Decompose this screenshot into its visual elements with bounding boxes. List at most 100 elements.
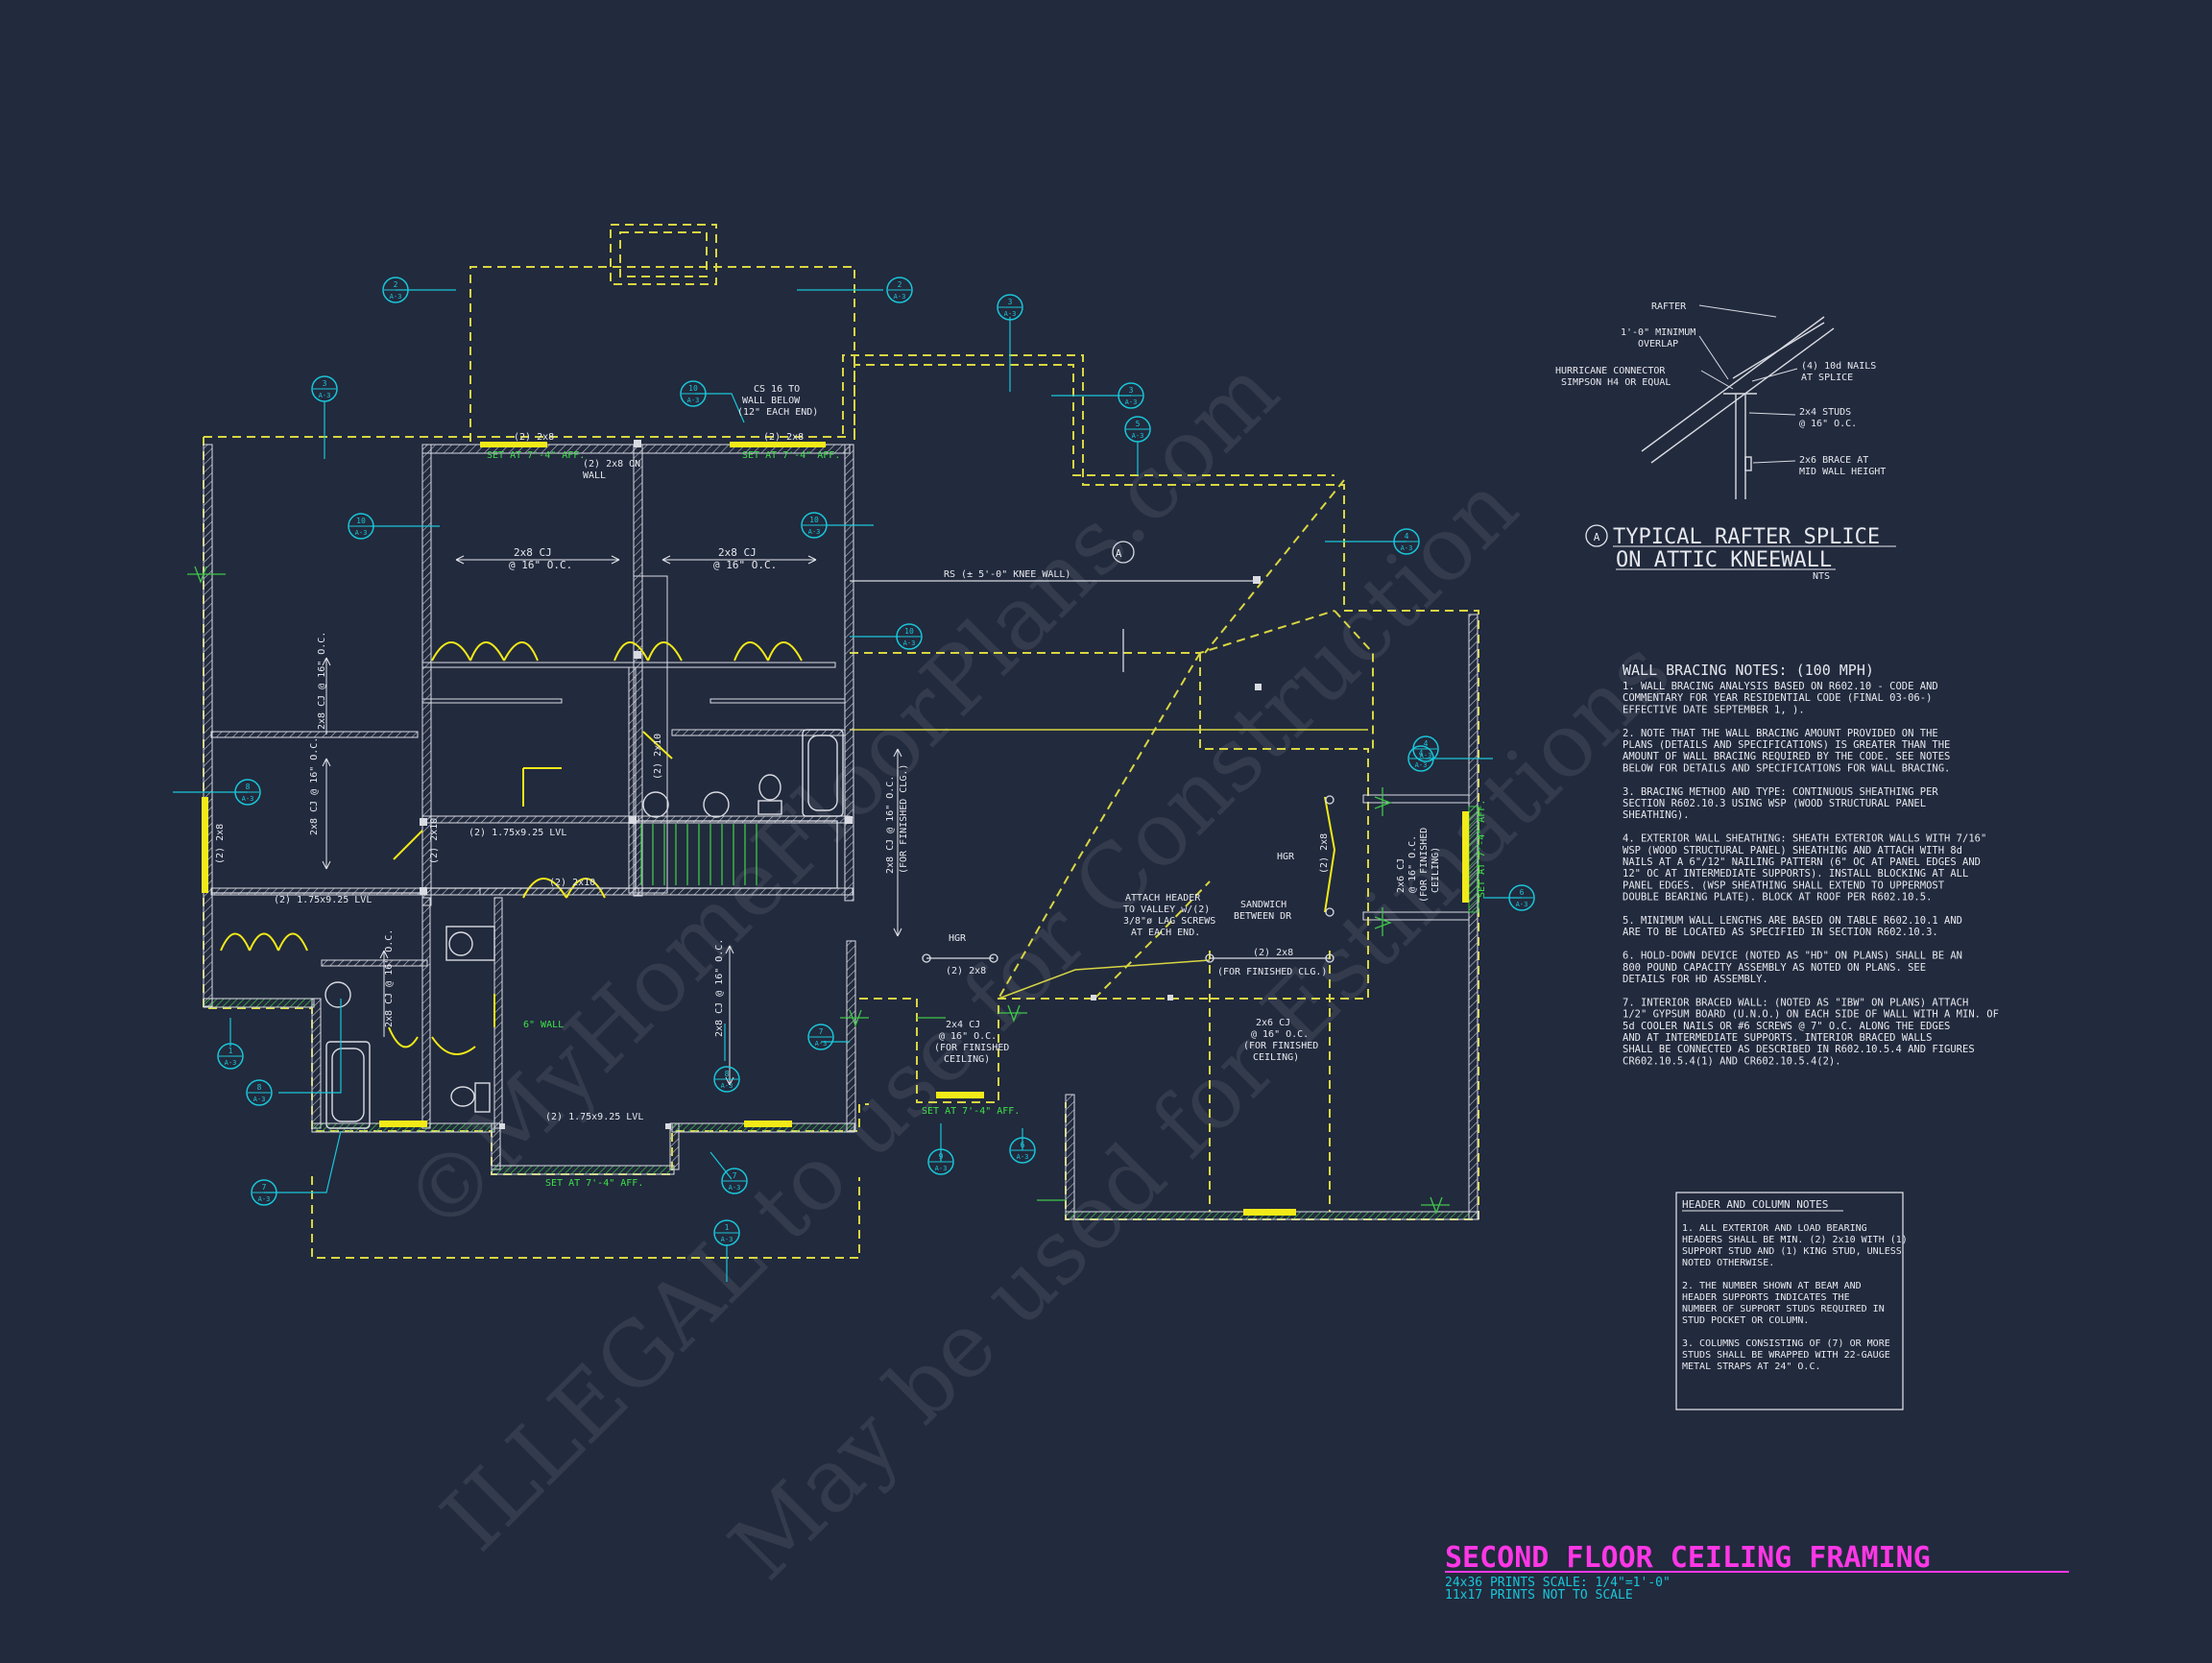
label-cj26-2: @ 16" O.C. xyxy=(1251,1029,1309,1040)
section-marker: 10A-3 xyxy=(801,512,828,539)
wall-bracing-line: NAILS AT A 6"/12" NAILING PATTERN (6" OC… xyxy=(1623,856,1981,868)
section-marker-number: 8 xyxy=(246,783,251,791)
label-lvl-a: (2) 1.75x9.25 LVL xyxy=(469,828,566,838)
label-cj-b2: @ 16" O.C. xyxy=(713,559,777,571)
section-marker-sheet: A-3 xyxy=(721,1236,733,1243)
section-marker-circle xyxy=(246,1079,273,1106)
detail-label-connector-2: SIMPSON H4 OR EQUAL xyxy=(1561,377,1671,388)
header-notes-line: NOTED OTHERWISE. xyxy=(1682,1258,1774,1268)
label-hdr-2x8-b: (2) 2x8 xyxy=(763,432,804,443)
section-marker-number: 2 xyxy=(394,280,398,289)
break-marks xyxy=(187,566,1450,1215)
section-marker-number: 10 xyxy=(356,517,366,525)
detail-title-line-2: ON ATTIC KNEEWALL xyxy=(1616,548,1832,572)
wall-bracing-line: SHALL BE CONNECTED AS DESCRIBED IN R602.… xyxy=(1623,1044,1975,1055)
label-hdr-2x10-a: (2) 2x10 xyxy=(549,878,595,888)
section-marker-number: 2 xyxy=(898,280,902,289)
section-marker-circle xyxy=(713,1219,740,1246)
section-marker-number: 8 xyxy=(257,1083,262,1092)
wall-bracing-line: 1/2" GYPSUM BOARD (U.N.O.) ON EACH SIDE … xyxy=(1623,1009,1999,1021)
header-notes-line: NUMBER OF SUPPORT STUDS REQUIRED IN xyxy=(1682,1304,1885,1314)
section-marker-circle xyxy=(807,1024,834,1050)
section-marker: 8A-3 xyxy=(234,779,261,806)
label-lvl-b: (2) 1.75x9.25 LVL xyxy=(274,895,372,905)
wall-bracing-line: CR602.10.5.4(1) AND CR602.10.5.4(2). xyxy=(1623,1055,1841,1067)
header-notes-line: HEADERS SHALL BE MIN. (2) 2x10 WITH (1) xyxy=(1682,1235,1908,1245)
section-marker-number: 9 xyxy=(939,1152,944,1161)
section-marker-number: 10 xyxy=(809,516,819,524)
section-marker-sheet: A-3 xyxy=(1420,752,1432,759)
roof-outline xyxy=(203,224,1479,1259)
column-dots xyxy=(420,440,1262,1129)
header-bars xyxy=(202,442,1469,1216)
wall-bracing-heading: WALL BRACING NOTES: (100 MPH) xyxy=(1623,662,1874,679)
label-valley-2: TO VALLEY w/(2) xyxy=(1123,904,1210,915)
section-marker: 3A-3 xyxy=(311,375,338,402)
header-notes-line: SUPPORT STUD AND (1) KING STUD, UNLESS xyxy=(1682,1246,1902,1257)
section-marker: 2A-3 xyxy=(382,277,409,303)
label-cj-fin-1: 2x8 CJ @ 16" O.C. xyxy=(885,776,896,874)
section-marker: 7A-3 xyxy=(721,1168,748,1194)
label-sandwich-2: BETWEEN DR xyxy=(1234,911,1292,922)
section-marker-circle xyxy=(1009,1137,1036,1164)
section-marker: 1A-3 xyxy=(713,1219,740,1246)
label-cj26-3: (FOR FINISHED xyxy=(1243,1041,1318,1051)
wall-bracing-line: 5. MINIMUM WALL LENGTHS ARE BASED ON TAB… xyxy=(1623,915,1962,927)
label-cj-v-c: 2x8 CJ @ 16" O.C. xyxy=(384,929,395,1027)
label-cj26r-4: CEILING) xyxy=(1431,847,1441,893)
section-marker: 10A-3 xyxy=(348,513,374,540)
section-marker-circle xyxy=(896,623,923,650)
section-marker-number: 5 xyxy=(1136,420,1141,428)
section-marker-circle xyxy=(721,1168,748,1194)
label-sandwich-1: SANDWICH xyxy=(1240,900,1286,910)
label-cj-v-d: 2x8 CJ @ 16" O.C. xyxy=(714,939,725,1037)
label-marker-a: A xyxy=(1116,547,1122,560)
section-marker: 5A-3 xyxy=(1124,416,1151,443)
wall-bracing-line: SECTION R602.10.3 USING WSP (WOOD STRUCT… xyxy=(1623,798,1926,809)
detail-label-brace-2: MID WALL HEIGHT xyxy=(1799,467,1886,477)
section-marker: 8A-3 xyxy=(246,1079,273,1106)
label-valley-1: ATTACH HEADER xyxy=(1125,893,1201,904)
wall-bracing-line: ARE TO BE LOCATED AS SPECIFIED IN SECTIO… xyxy=(1623,927,1938,938)
section-marker: 4A-3 xyxy=(1407,745,1434,772)
section-marker-sheet: A-3 xyxy=(1132,432,1144,440)
header-notes-line: 1. ALL EXTERIOR AND LOAD BEARING xyxy=(1682,1223,1867,1234)
section-marker-number: 10 xyxy=(688,384,698,393)
label-cj-b1: 2x8 CJ xyxy=(718,546,757,559)
section-marker: 9A-3 xyxy=(927,1148,954,1175)
wall-bracing-line: 3. BRACING METHOD AND TYPE: CONTINUOUS S… xyxy=(1623,786,1938,798)
title-block: SECOND FLOOR CEILING FRAMING 24x36 PRINT… xyxy=(1445,1541,2069,1603)
header-notes-line: STUD POCKET OR COLUMN. xyxy=(1682,1315,1809,1326)
section-marker-circle xyxy=(382,277,409,303)
section-marker-circle xyxy=(1124,416,1151,443)
label-hdr-2x10-c: (2) 2x10 xyxy=(653,734,663,780)
label-cs16-2: WALL BELOW xyxy=(742,396,801,406)
section-marker: 3A-3 xyxy=(1118,382,1144,409)
detail-label-overlap-1: 1'-0" MINIMUM xyxy=(1621,327,1695,338)
fixtures xyxy=(325,729,844,1129)
beam-lines xyxy=(211,580,1330,959)
section-marker-circle xyxy=(251,1179,277,1206)
section-marker-sheet: A-3 xyxy=(903,639,916,647)
detail-title-line-1: TYPICAL RAFTER SPLICE xyxy=(1613,525,1880,549)
section-marker-sheet: A-3 xyxy=(319,392,331,399)
section-marker-circle xyxy=(1393,528,1420,555)
label-on-wall-2: WALL xyxy=(583,470,606,481)
label-hgr-b: HGR xyxy=(1277,852,1295,862)
header-column-notes: HEADER AND COLUMN NOTES 1. ALL EXTERIOR … xyxy=(1675,1192,1908,1410)
label-valley-3: 3/8"ø LAG SCREWS xyxy=(1123,916,1215,927)
section-marker: 2A-3 xyxy=(886,277,913,303)
section-marker-sheet: A-3 xyxy=(1017,1153,1029,1161)
section-marker-number: 3 xyxy=(1129,386,1134,395)
label-knee-wall: RS (± 5'-0" KNEE WALL) xyxy=(944,569,1070,580)
section-marker: 3A-3 xyxy=(997,294,1023,321)
doors xyxy=(220,641,1336,1055)
header-notes-line: 2. THE NUMBER SHOWN AT BEAM AND xyxy=(1682,1281,1862,1291)
watermark: ©MyHomeFloorPlans.com ILLEGAL to use for… xyxy=(384,339,1690,1599)
header-notes-line: HEADER SUPPORTS INDICATES THE xyxy=(1682,1292,1850,1303)
section-marker-number: 3 xyxy=(323,379,327,388)
label-cj24-3: (FOR FINISHED xyxy=(934,1043,1009,1053)
wall-bracing-line: BELOW FOR DETAILS AND SPECIFICATIONS FOR… xyxy=(1623,762,1950,774)
label-cs16-3: (12" EACH END) xyxy=(737,407,818,418)
detail-label-nails-1: (4) 10d NAILS xyxy=(1801,361,1876,372)
